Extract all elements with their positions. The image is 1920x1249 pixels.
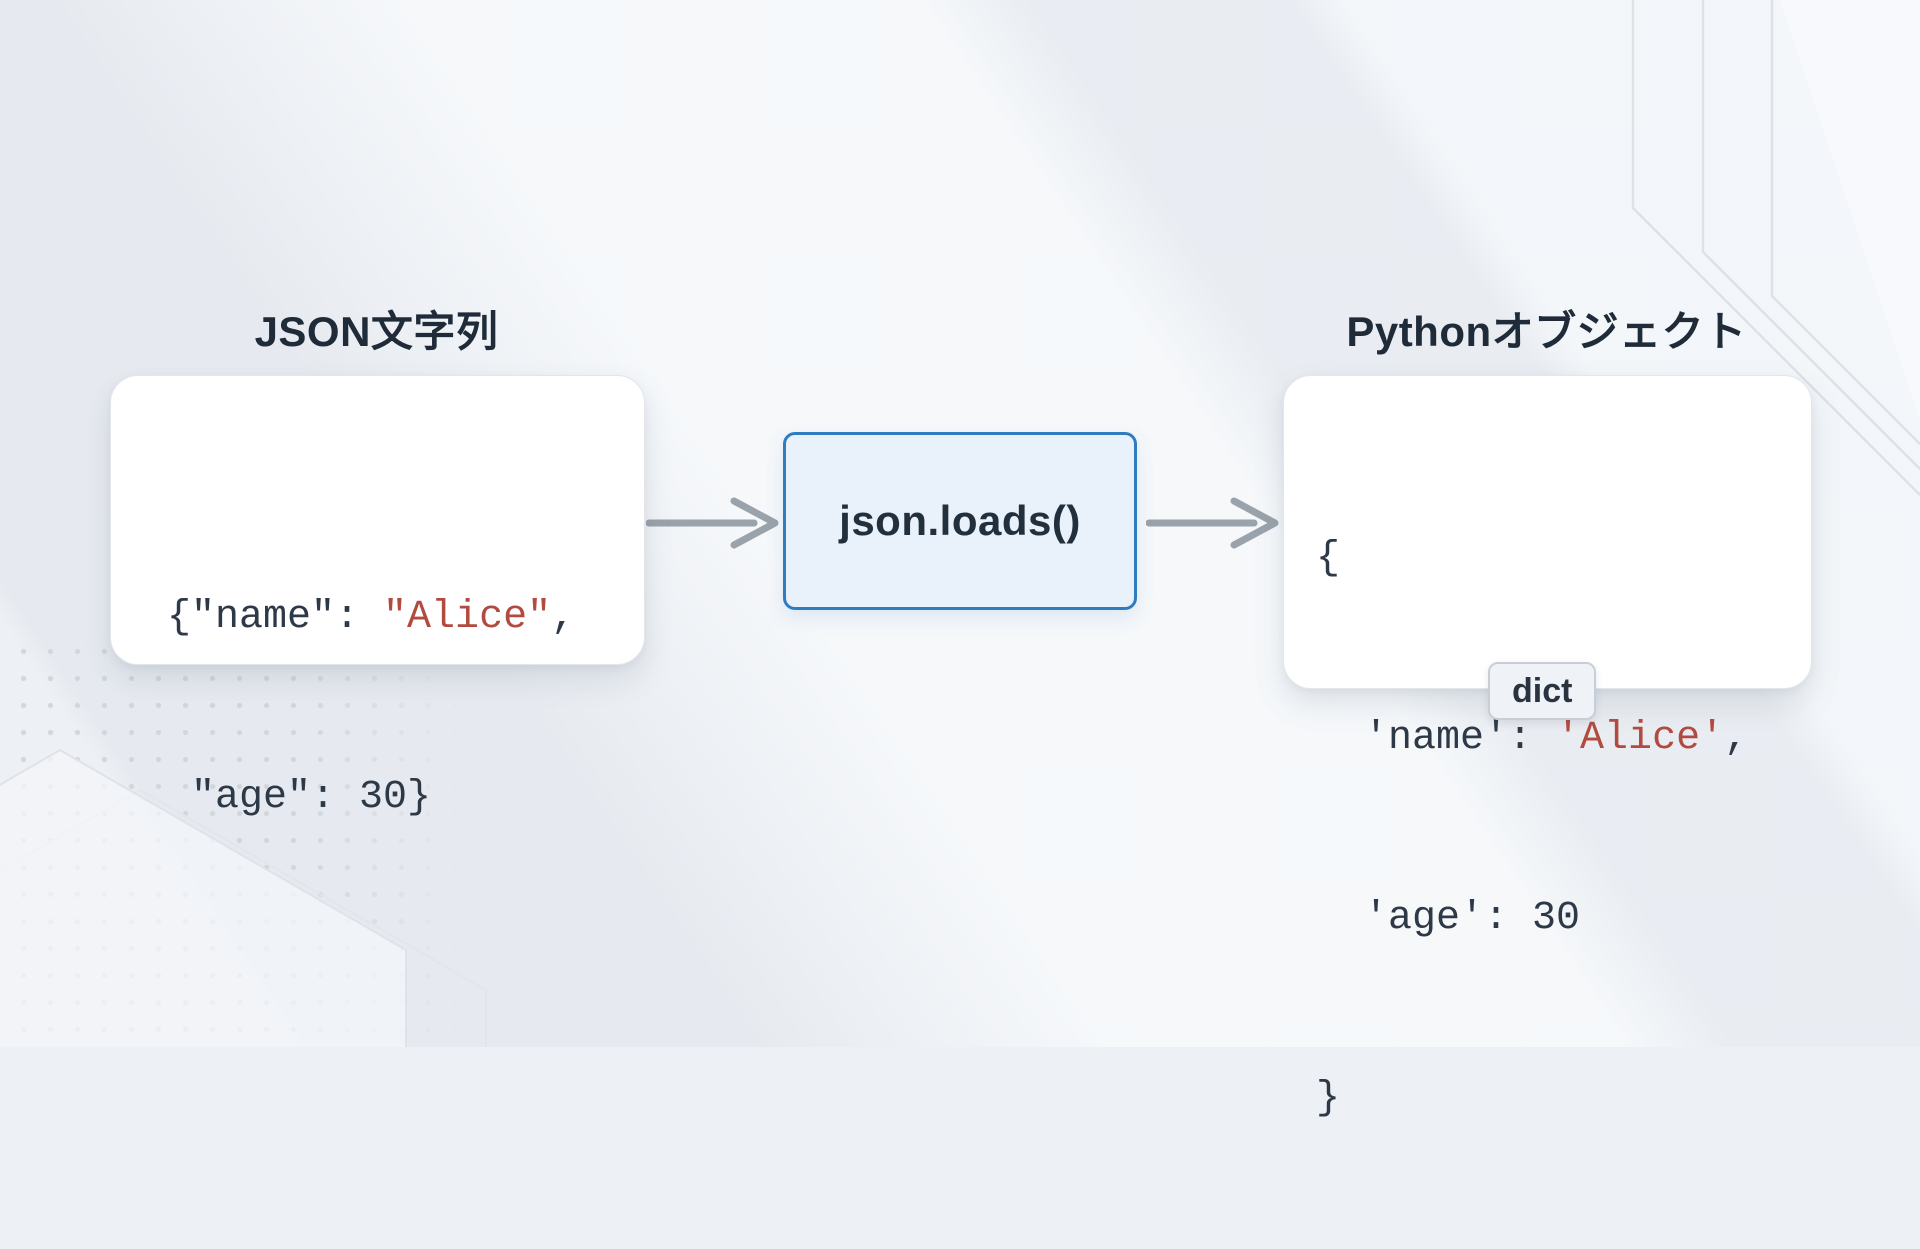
code-line: "age": 30} [167, 768, 575, 828]
code-text: , [551, 595, 576, 640]
code-line: 'name': 'Alice', [1316, 709, 1748, 769]
dict-type-badge: dict [1488, 662, 1597, 720]
code-text: "age": 30} [167, 775, 432, 820]
python-object-title: Pythonオブジェクト [1346, 308, 1747, 355]
code-text: 'name': [1316, 716, 1557, 761]
code-text: , [1724, 716, 1749, 761]
code-line: { [1316, 529, 1748, 589]
json-code-block: {"name": "Alice", "age": 30} [167, 468, 575, 948]
arrow-right-icon [1146, 493, 1282, 553]
code-string: "Alice" [383, 595, 552, 640]
code-text: 'age': 30 [1316, 896, 1581, 941]
code-text: {"name": [167, 595, 384, 640]
code-line: } [1316, 1069, 1748, 1129]
code-line: {"name": "Alice", [167, 588, 575, 648]
json-loads-label: json.loads() [839, 497, 1081, 544]
code-text: } [1316, 1076, 1341, 1121]
code-string: 'Alice' [1556, 716, 1725, 761]
python-code-block: { 'name': 'Alice', 'age': 30 } [1316, 409, 1748, 1249]
code-line: 'age': 30 [1316, 889, 1748, 949]
arrow-right-icon [646, 493, 782, 553]
hexagon-decoration [0, 0, 1920, 1047]
diagram-canvas: JSON文字列 {"name": "Alice", "age": 30} jso… [0, 0, 1920, 1121]
code-text: { [1316, 536, 1341, 581]
json-loads-box: json.loads() [783, 432, 1137, 610]
json-string-card: {"name": "Alice", "age": 30} [110, 375, 645, 820]
json-string-title: JSON文字列 [254, 308, 499, 355]
python-object-card: { 'name': 'Alice', 'age': 30 } [1283, 375, 1812, 1121]
